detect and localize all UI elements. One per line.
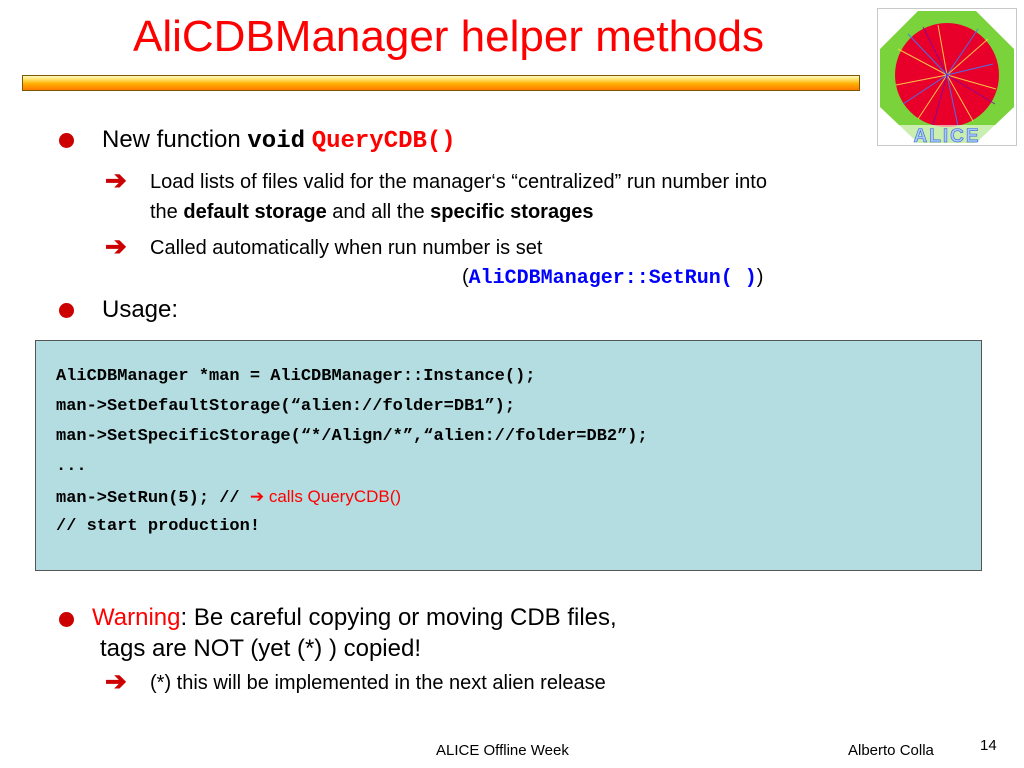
bullet-warning-line1: Warning: Be careful copying or moving CD… — [92, 604, 617, 632]
warning-label: Warning — [92, 604, 181, 631]
warning-text: : Be careful copying or moving CDB files… — [180, 604, 617, 631]
paren-open: ( — [462, 266, 469, 288]
code-setrun-call: man->SetRun(5); // — [56, 489, 250, 508]
footer-event: ALICE Offline Week — [436, 742, 569, 759]
storage-text-a: the — [150, 201, 184, 223]
new-function-text: New function — [102, 126, 248, 153]
sub-bullet-load-lists-line1: Load lists of files valid for the manage… — [150, 171, 767, 193]
sub-bullet-load-lists-line2: the default storage and all the specific… — [150, 201, 594, 224]
sub-bullet-called-automatically: Called automatically when run number is … — [150, 237, 543, 259]
bullet-dot — [59, 303, 74, 318]
sub-bullet-implemented: (*) this will be implemented in the next… — [150, 672, 606, 694]
alice-logo: ALICE — [877, 8, 1017, 146]
arrow-icon: ➔ — [105, 165, 127, 195]
specific-storages-text: specific storages — [430, 201, 594, 223]
storage-text-c: and all the — [326, 201, 431, 223]
footer-author: Alberto Colla — [848, 742, 934, 759]
arrow-icon: ➔ — [249, 487, 269, 506]
code-line-1: AliCDBManager *man = AliCDBManager::Inst… — [56, 367, 536, 386]
paren-close: ) — [756, 266, 764, 288]
slide-title: AliCDBManager helper methods — [133, 12, 764, 61]
sub-bullet-setrun-code: (AliCDBManager::SetRun( )) — [462, 266, 763, 290]
default-storage-text: default storage — [183, 201, 327, 223]
bullet-dot — [59, 133, 74, 148]
alice-logo-text: ALICE — [914, 126, 981, 145]
bullet-usage: Usage: — [102, 296, 179, 323]
code-line-4: ... — [56, 457, 87, 476]
bullet-dot — [59, 612, 74, 627]
code-line-2: man->SetDefaultStorage(“alien://folder=D… — [56, 397, 516, 416]
code-line-6: // start production! — [56, 517, 261, 536]
arrow-icon: ➔ — [105, 666, 127, 696]
code-line-5: man->SetRun(5); // ➔ calls QueryCDB() — [56, 487, 401, 508]
bullet-warning-line2: tags are NOT (yet (*) ) copied! — [100, 635, 421, 662]
bullet-new-function: New function void QueryCDB() — [102, 126, 456, 155]
code-example-box: AliCDBManager *man = AliCDBManager::Inst… — [35, 340, 982, 571]
arrow-icon: ➔ — [105, 231, 127, 261]
code-void: void — [247, 128, 306, 155]
title-underline-bar — [22, 75, 860, 91]
calls-querycdb-comment: calls QueryCDB() — [268, 487, 402, 506]
code-setrun: AliCDBManager::SetRun( ) — [468, 267, 757, 290]
page-number: 14 — [980, 737, 997, 754]
code-querycdb: QueryCDB() — [311, 128, 456, 155]
code-line-3: man->SetSpecificStorage(“*/Align/*”,“ali… — [56, 427, 648, 446]
